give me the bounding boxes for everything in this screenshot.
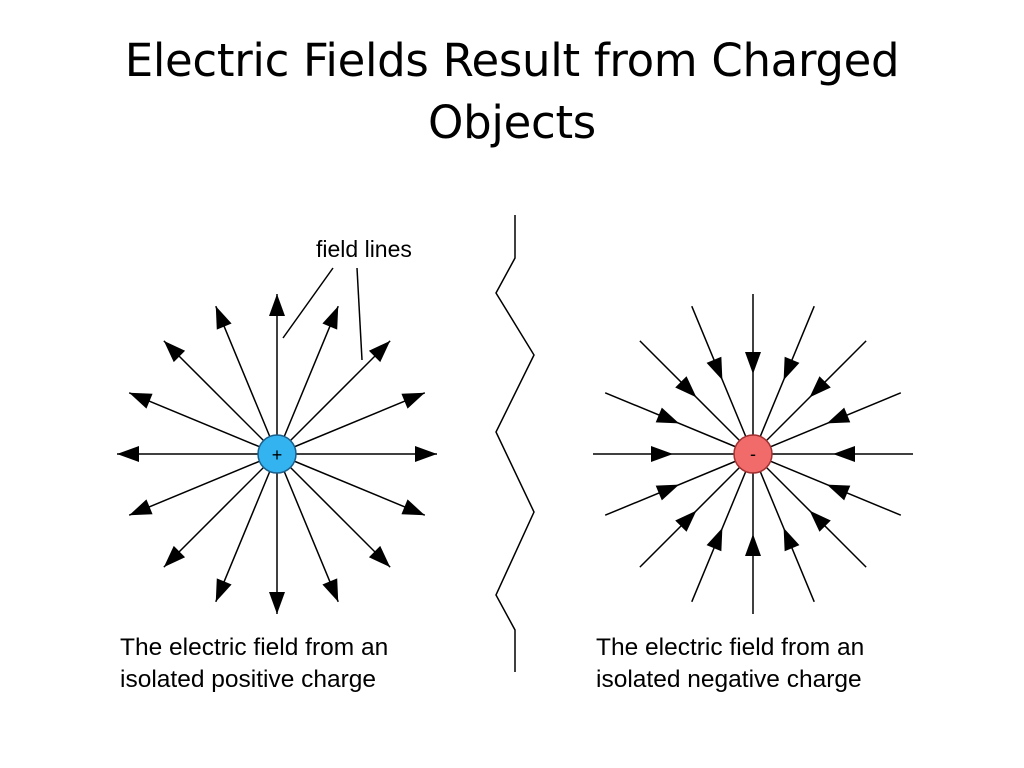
positive-field-line-14: [276, 340, 391, 455]
positive-field-arrowhead-7: [129, 499, 153, 516]
negative-field-arrowhead-14: [809, 376, 831, 398]
positive-field-line-6: [163, 453, 278, 568]
positive-field-arrowhead-11: [215, 306, 232, 330]
field-lines-label: field lines: [316, 236, 412, 262]
negative-field-arrowhead-1: [826, 484, 851, 501]
positive-caption-line-2: isolated positive charge: [120, 666, 376, 693]
positive-field-arrowhead-12: [269, 294, 285, 316]
negative-field-arrowhead-6: [675, 510, 697, 532]
field-lines-pointer-1: [282, 267, 334, 339]
positive-field-line-15: [276, 392, 426, 455]
negative-field-arrowhead-13: [783, 356, 800, 381]
negative-field-arrowhead-0: [833, 446, 855, 462]
negative-caption-line-1: The electric field from an: [596, 634, 864, 661]
positive-field-line-11: [215, 305, 278, 455]
positive-field-arrowhead-10: [163, 340, 186, 363]
slide-title: Electric Fields Result from Charged Obje…: [124, 34, 900, 149]
negative-sign: -: [750, 444, 756, 464]
negative-field-arrowhead-9: [655, 407, 680, 424]
negative-field-line-3: [752, 453, 815, 603]
positive-field-line-10: [163, 340, 278, 455]
positive-field-lines: [117, 294, 437, 614]
positive-field-arrowhead-8: [117, 446, 139, 462]
negative-field-arrowhead-7: [655, 484, 680, 501]
positive-field-arrowhead-0: [415, 446, 437, 462]
positive-caption-line-1: The electric field from an: [120, 634, 388, 661]
negative-field-arrowhead-12: [745, 352, 761, 374]
negative-field-arrowhead-8: [651, 446, 673, 462]
positive-field-line-9: [128, 392, 278, 455]
positive-charge: +: [257, 434, 297, 474]
negative-charge-circle: [733, 434, 773, 474]
positive-field-arrowhead-5: [215, 578, 232, 602]
negative-field-arrowhead-10: [675, 376, 697, 398]
negative-charge: -: [733, 434, 773, 474]
negative-field-line-5: [691, 453, 754, 603]
positive-field-line-13: [276, 305, 339, 455]
positive-sign: +: [272, 445, 283, 465]
negative-field-arrowhead-15: [826, 407, 851, 424]
negative-field-lines: [593, 294, 913, 614]
negative-field-arrowhead-4: [745, 534, 761, 556]
positive-field-line-2: [276, 453, 391, 568]
zigzag-separator: [495, 215, 535, 672]
positive-field-arrowhead-6: [163, 545, 186, 568]
negative-caption-line-2: isolated negative charge: [596, 666, 862, 693]
positive-field-arrowhead-1: [401, 499, 425, 516]
negative-field-line-15: [752, 392, 902, 455]
positive-field-arrowhead-3: [322, 578, 339, 602]
negative-field-line-9: [604, 392, 754, 455]
negative-field-line-1: [752, 453, 902, 516]
positive-field-line-1: [276, 453, 426, 516]
negative-field-arrowhead-3: [783, 527, 800, 552]
positive-field-arrowhead-2: [368, 545, 391, 568]
positive-field-line-3: [276, 453, 339, 603]
negative-field-arrowhead-5: [706, 527, 723, 552]
positive-field-arrowhead-14: [368, 340, 391, 363]
positive-field-line-7: [128, 453, 278, 516]
positive-field-arrowhead-13: [322, 306, 339, 330]
positive-field-arrowhead-9: [129, 392, 153, 409]
field-lines-pointer-2: [356, 267, 363, 361]
positive-field-arrowhead-4: [269, 592, 285, 614]
negative-field-arrowhead-11: [706, 356, 723, 381]
positive-charge-circle: [257, 434, 297, 474]
positive-field-arrowhead-15: [401, 392, 425, 409]
negative-field-arrowhead-2: [809, 510, 831, 532]
positive-field-line-5: [215, 453, 278, 603]
negative-field-line-7: [604, 453, 754, 516]
